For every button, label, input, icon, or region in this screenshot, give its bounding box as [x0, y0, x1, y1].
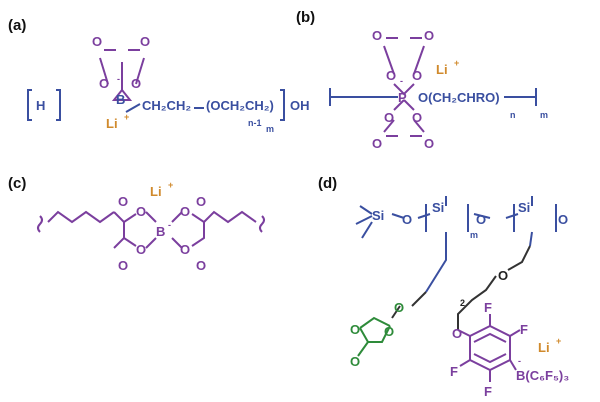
c-left-ring-bonds: [113, 211, 137, 249]
d-aromatic-ring: [469, 324, 511, 372]
d-lithium-plus: +: [556, 336, 561, 346]
b-chain: O(CH₂CHRO): [418, 90, 500, 105]
a-chain-ch2ch2: CH₂CH₂: [142, 98, 191, 113]
c-oxygen-6: O: [180, 242, 190, 257]
d-repeat-brackets: [425, 204, 557, 232]
a-oxygen-bonds: [99, 57, 145, 85]
d-trimethyl-bonds: [355, 205, 373, 239]
c-lithium-plus: +: [168, 180, 173, 190]
b-top-oxygen-bonds: [383, 45, 425, 75]
d-oxygen-2: O: [476, 212, 486, 227]
panel-a-label: (a): [8, 17, 26, 34]
c-boron: B: [156, 224, 165, 239]
c-oxygen-7: O: [118, 258, 128, 273]
b-bottom-oxygen-bonds: [383, 119, 425, 133]
b-lithium: Li: [436, 62, 448, 77]
d-fluorine-3: F: [450, 364, 458, 379]
d-propyl-chain-left: [425, 232, 447, 293]
b-n-subscript: n: [510, 110, 516, 120]
d-carbonate-oxygen-3: O: [350, 354, 360, 369]
b-bracket-left: [329, 88, 398, 106]
panel-a: (a) O O O O - B H Li + CH₂CH₂ (OCH₂CH₂) …: [8, 17, 310, 134]
d-m-subscript: m: [470, 230, 478, 240]
c-boron-bonds: [145, 211, 183, 249]
d-silicon-2: Si: [432, 200, 444, 215]
d-lithium: Li: [538, 340, 550, 355]
d-siloxane-bonds: [391, 196, 533, 219]
c-oxygen-1: O: [118, 194, 128, 209]
c-oxygen-4: O: [196, 194, 206, 209]
a-m-subscript: m: [266, 124, 274, 134]
panel-d: (d) Si O Si O m Si O O O O O O 2 O F F F…: [318, 175, 569, 399]
a-hydroxyl-end: OH: [290, 98, 310, 113]
d-carbonate-ring: [357, 316, 391, 357]
panel-c-label: (c): [8, 175, 26, 192]
a-repeat-unit: (OCH₂CH₂): [206, 98, 274, 113]
d-ether-oxygen-left: O: [394, 300, 404, 315]
d-oxygen-3: O: [558, 212, 568, 227]
a-bracket-left: [27, 89, 61, 121]
c-left-alkyl-bonds: [47, 210, 115, 224]
d-borate: B(C₆F₅)₃: [516, 368, 569, 383]
a-boron: B: [116, 92, 125, 107]
d-fluorine-1: F: [484, 300, 492, 315]
c-oxygen-8: O: [196, 258, 206, 273]
d-silicon-1: Si: [372, 208, 384, 223]
b-oxygen-7: O: [372, 136, 382, 151]
c-minus-charge: -: [168, 220, 171, 230]
d-silicon-3: Si: [518, 200, 530, 215]
a-oxygen-br: O: [131, 76, 141, 91]
c-left-wavy-bond: [37, 215, 43, 233]
a-oxygen-bl: O: [99, 76, 109, 91]
b-bracket-right: [504, 88, 537, 106]
d-propyl-chain-right: [529, 231, 533, 247]
d-alkyl-chain-right: [457, 245, 531, 330]
d-carbonate-oxygen-2: O: [350, 322, 360, 337]
a-ring-bonds: [111, 62, 133, 101]
a-oxygen-tl: O: [92, 34, 102, 49]
d-carbonate-oxygen-1: O: [384, 324, 394, 339]
b-oxygen-2: O: [424, 28, 434, 43]
c-oxygen-5: O: [136, 242, 146, 257]
b-minus-charge: -: [400, 76, 403, 86]
b-oxygen-8: O: [424, 136, 434, 151]
b-phosphorus-bonds: [393, 83, 415, 111]
a-bracket-right: [280, 89, 285, 121]
b-oxygen-3: O: [386, 68, 396, 83]
d-ether-oxygen-right: O: [498, 268, 508, 283]
b-oxygen-1: O: [372, 28, 382, 43]
a-oxygen-tr: O: [140, 34, 150, 49]
b-m-subscript: m: [540, 110, 548, 120]
panel-b: (b) O O O O - P O O O O Li + O(CH₂CHRO) …: [296, 9, 548, 151]
b-oxygen-4: O: [412, 68, 422, 83]
panel-c: (c) O O O O O O O O B - Li +: [8, 175, 265, 273]
b-oxygen-6: O: [412, 110, 422, 125]
a-minus-charge: -: [117, 74, 120, 84]
a-lithium: Li: [106, 116, 118, 131]
c-oxygen-2: O: [136, 204, 146, 219]
b-phosphorus: P: [398, 90, 407, 105]
d-fluorine-4: F: [484, 384, 492, 399]
a-hydrogen: H: [36, 98, 45, 113]
d-ring-substituent-bonds: [457, 314, 521, 382]
c-oxygen-3: O: [180, 204, 190, 219]
a-n-subscript: n-1: [248, 118, 262, 128]
d-ether-link-left: [391, 291, 427, 319]
c-lithium: Li: [150, 184, 162, 199]
b-lithium-plus: +: [454, 58, 459, 68]
d-fluorine-2: F: [520, 322, 528, 337]
d-phenoxy-oxygen: O: [452, 326, 462, 341]
c-right-wavy-bond: [259, 215, 265, 233]
d-oxygen-1: O: [402, 212, 412, 227]
a-lithium-plus: +: [124, 112, 129, 122]
b-oxygen-5: O: [384, 110, 394, 125]
panel-d-label: (d): [318, 175, 337, 192]
d-minus-charge: -: [518, 356, 521, 366]
c-right-ring-bonds: [191, 210, 257, 247]
panel-b-label: (b): [296, 9, 315, 26]
d-two-subscript: 2: [460, 298, 465, 308]
a-boron-chain-bond: [125, 103, 141, 113]
